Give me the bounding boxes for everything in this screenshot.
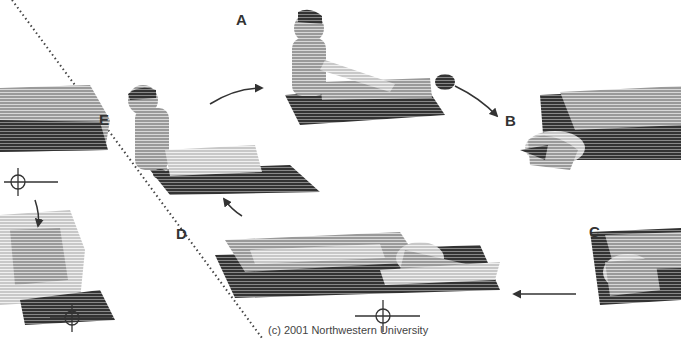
copyright-note: (c) 2001 Northwestern University xyxy=(268,325,428,336)
figure-b xyxy=(520,86,681,170)
figure-a xyxy=(285,10,455,125)
figure-e xyxy=(128,85,320,195)
step-letter: E xyxy=(99,112,109,127)
step-letter: B xyxy=(505,113,516,128)
step-letter: D xyxy=(176,226,187,241)
partial-figure xyxy=(0,85,115,325)
figure-c xyxy=(590,228,681,305)
step-letter: C xyxy=(589,224,600,239)
step-letter: A xyxy=(236,12,247,27)
figure-d xyxy=(215,232,500,298)
